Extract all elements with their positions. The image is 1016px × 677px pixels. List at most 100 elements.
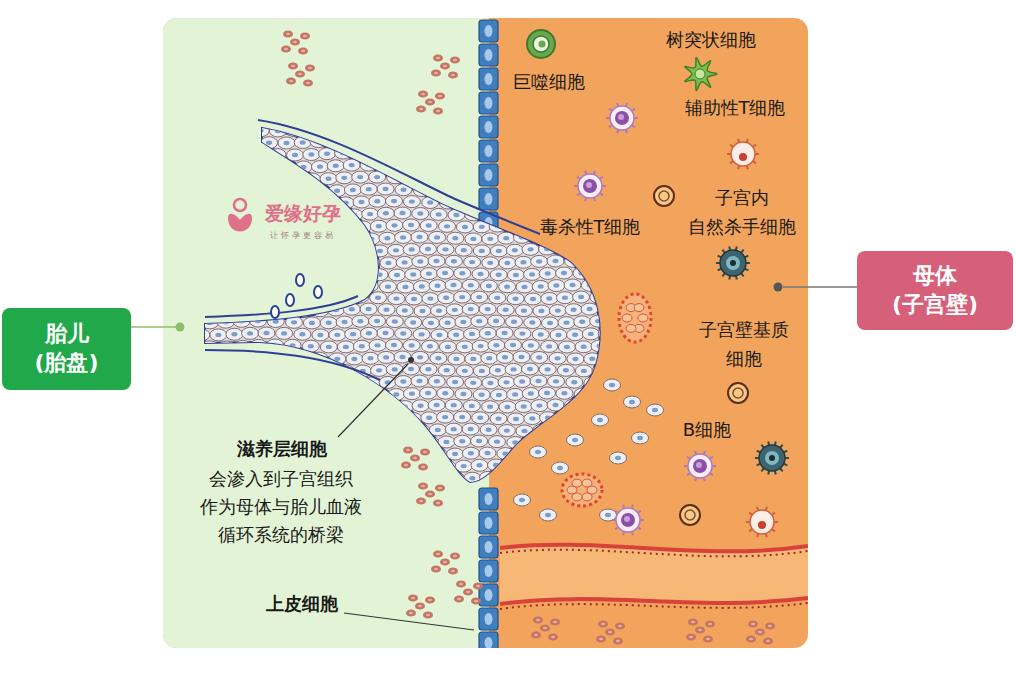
trophoblast-nucleus	[442, 247, 448, 251]
trophoblast-cell	[600, 136, 617, 148]
trophoblast-nucleus	[519, 498, 525, 502]
trophoblast-nucleus	[452, 380, 458, 384]
epithelial-nucleus	[485, 49, 493, 61]
trophoblast-cell	[600, 280, 617, 292]
cell-body	[759, 445, 785, 471]
trophoblast-cell	[386, 459, 403, 471]
trophoblast-nucleus	[349, 307, 355, 311]
trophoblast-cell	[201, 317, 218, 329]
trophoblast-nucleus	[290, 247, 296, 251]
trophoblast-nucleus	[527, 367, 533, 371]
trophoblast-nucleus	[606, 405, 612, 409]
trophoblast-nucleus	[546, 200, 552, 204]
trophoblast-nucleus	[487, 117, 493, 121]
trophoblast-cell	[286, 413, 303, 425]
trophoblast-nucleus	[308, 344, 314, 348]
trophoblast-nucleus	[248, 140, 254, 144]
trophoblast-nucleus	[224, 489, 230, 493]
trophoblast-cell	[600, 509, 617, 521]
trophoblast-cell	[190, 255, 207, 267]
trophoblast-nucleus	[444, 368, 450, 372]
immune-cell	[612, 505, 644, 535]
trophoblast-nucleus	[247, 163, 253, 167]
trophoblast-cell	[227, 233, 244, 245]
trophoblast-nucleus	[545, 271, 551, 275]
trophoblast-nucleus	[485, 331, 491, 335]
trophoblast-cell	[200, 436, 217, 448]
trophoblast-cell	[200, 364, 217, 376]
trophoblast-nucleus	[215, 213, 221, 217]
trophoblast-nucleus	[248, 283, 254, 287]
trophoblast-nucleus	[358, 272, 364, 276]
trophoblast-nucleus	[316, 428, 322, 432]
trophoblast-nucleus	[436, 212, 442, 216]
trophoblast-cell	[524, 317, 541, 329]
trophoblast-nucleus	[564, 345, 570, 349]
trophoblast-nucleus	[289, 343, 295, 347]
trophoblast-cell	[482, 401, 499, 413]
trophoblast-nucleus	[598, 393, 604, 397]
red-blood-cell-center	[599, 638, 603, 641]
trophoblast-nucleus	[529, 416, 535, 420]
cell-nucleus	[765, 451, 779, 465]
trophoblast-cell	[414, 161, 431, 173]
trophoblast-cell	[489, 148, 506, 160]
trophoblast-cell	[329, 185, 346, 197]
leader-line	[131, 326, 176, 328]
trophoblast-nucleus	[324, 151, 330, 155]
trophoblast-nucleus	[502, 211, 508, 215]
trophoblast-cell	[437, 267, 454, 279]
trophoblast-nucleus	[570, 283, 576, 287]
trophoblast-cell	[284, 339, 301, 351]
trophoblast-nucleus	[493, 343, 499, 347]
trophoblast-nucleus	[451, 283, 457, 287]
trophoblast-cell	[471, 171, 488, 183]
trophoblast-cell	[464, 112, 481, 124]
trophoblast-cell	[514, 494, 531, 506]
trophoblast-cell	[285, 388, 302, 400]
trophoblast-nucleus	[247, 307, 253, 311]
trophoblast-nucleus	[198, 333, 204, 337]
trophoblast-cell	[226, 328, 243, 340]
cell-body	[610, 106, 634, 130]
trophoblast-nucleus	[468, 163, 474, 167]
trophoblast-cell	[530, 446, 547, 458]
trophoblast-cell	[207, 399, 224, 411]
trophoblast-nucleus	[453, 333, 459, 337]
trophoblast-nucleus	[427, 152, 433, 156]
trophoblast-cell	[210, 185, 227, 197]
trophoblast-cell	[591, 124, 608, 136]
trophoblast-nucleus	[571, 452, 577, 456]
trophoblast-cell	[496, 351, 513, 363]
trophoblast-nucleus	[197, 140, 203, 144]
trophoblast-cell	[233, 412, 250, 424]
trophoblast-cell	[465, 209, 482, 221]
trophoblast-nucleus	[609, 383, 615, 387]
trophoblast-nucleus	[231, 260, 237, 264]
trophoblast-cell	[499, 257, 516, 269]
epithelial-cell	[479, 536, 498, 558]
trophoblast-nucleus	[572, 357, 578, 361]
red-blood-cell	[596, 635, 606, 642]
trophoblast-cell	[445, 279, 462, 291]
cell-body	[685, 57, 717, 90]
trophoblast-cell	[473, 389, 490, 401]
trophoblast-cell	[405, 413, 422, 425]
trophoblast-cell	[472, 268, 489, 280]
leader-dot	[176, 323, 185, 332]
trophoblast-nucleus	[300, 429, 306, 433]
trophoblast-cell	[217, 244, 234, 256]
trophoblast-cell	[403, 388, 420, 400]
trophoblast-nucleus	[214, 452, 220, 456]
epithelial-cell	[479, 68, 498, 90]
red-blood-cell	[463, 588, 473, 595]
trophoblast-cell	[378, 447, 395, 459]
red-blood-cell	[435, 484, 445, 491]
trophoblast-nucleus	[333, 452, 339, 456]
trophoblast-cell	[396, 112, 413, 124]
trophoblast-nucleus	[214, 308, 220, 312]
trophoblast-nucleus	[419, 284, 425, 288]
trophoblast-nucleus	[400, 475, 406, 479]
trophoblast-nucleus	[520, 116, 526, 120]
trophoblast-cell	[513, 207, 530, 219]
